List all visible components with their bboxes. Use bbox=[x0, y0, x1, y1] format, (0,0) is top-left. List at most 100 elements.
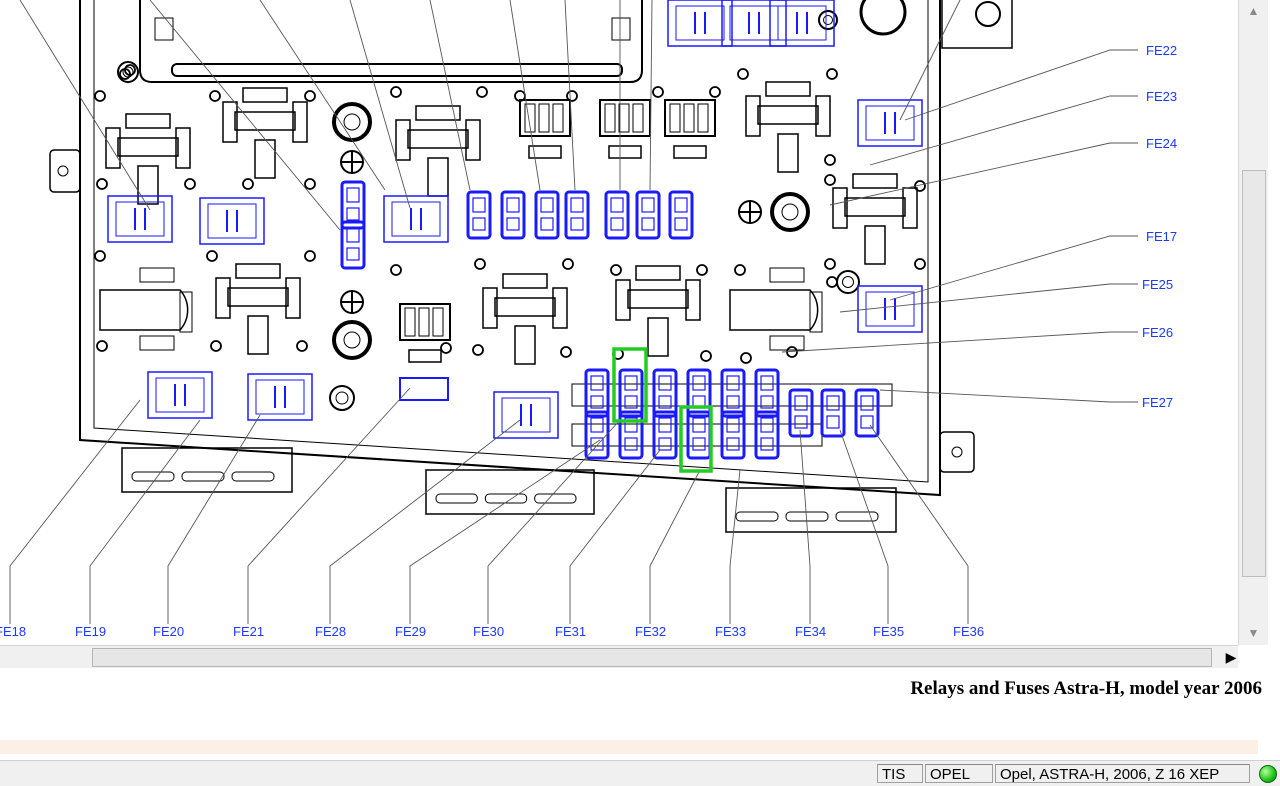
fuse-block-bottom-cap bbox=[760, 437, 774, 451]
maxi-fuse-body bbox=[207, 203, 257, 239]
vertical-scrollbar[interactable]: ▲ ▼ bbox=[1238, 0, 1268, 645]
bolt bbox=[836, 270, 860, 294]
bolt-inner bbox=[122, 66, 134, 78]
fuse-rail bbox=[571, 383, 893, 407]
relay-pin bbox=[673, 145, 707, 159]
leader-line-bottom bbox=[409, 439, 601, 624]
relay-socket bbox=[599, 99, 651, 137]
relay-e-pin bbox=[864, 225, 886, 265]
mini-fuse bbox=[466, 190, 492, 240]
fuse-block-top bbox=[584, 368, 610, 418]
leader-line-bottom bbox=[167, 414, 261, 624]
relay-blade bbox=[524, 103, 536, 133]
clip-slot bbox=[484, 493, 528, 504]
relay-g-pin bbox=[482, 287, 498, 329]
fuse-block-bottom-cap bbox=[658, 437, 672, 451]
status-bar: TIS OPEL Opel, ASTRA-H, 2006, Z 16 XEP bbox=[0, 760, 1280, 786]
relay-h-pin bbox=[615, 279, 631, 321]
relay-large-pin bbox=[769, 335, 805, 351]
relay-blade bbox=[418, 307, 430, 337]
scroll-right-arrow-icon[interactable]: ▶ bbox=[1225, 648, 1237, 665]
fuse-block-top bbox=[686, 368, 712, 418]
relay-d-pin bbox=[757, 105, 819, 125]
vertical-scroll-thumb[interactable] bbox=[1242, 170, 1266, 577]
top-cover bbox=[139, 0, 643, 83]
maxi-fuse bbox=[857, 285, 923, 333]
relay-a-pin bbox=[117, 137, 179, 157]
fuse-block-top-cap bbox=[658, 375, 672, 391]
callout-label: FE25 bbox=[1142, 277, 1174, 292]
relay-c-pin bbox=[407, 129, 469, 149]
leader-line-right bbox=[829, 142, 1138, 206]
clip-slot bbox=[534, 493, 577, 504]
bottom-clip bbox=[725, 487, 897, 533]
fuse-block-top bbox=[618, 368, 644, 418]
horizontal-scroll-thumb[interactable] bbox=[92, 648, 1212, 667]
leader-line-right bbox=[781, 331, 1138, 353]
callout-label: FE32 bbox=[635, 624, 667, 639]
mini-fuse-cap bbox=[346, 247, 360, 261]
relay-c-pin bbox=[395, 119, 411, 161]
mini-fuse bbox=[668, 190, 694, 240]
leader-line-bottom bbox=[329, 419, 521, 624]
fuse-block-top-cap bbox=[726, 375, 740, 391]
relay-blade bbox=[538, 103, 550, 133]
fuse-block-bottom bbox=[584, 410, 610, 460]
mounting-hole bbox=[824, 174, 836, 186]
clip-slot bbox=[435, 493, 478, 504]
scroll-up-arrow-icon[interactable]: ▲ bbox=[1247, 4, 1260, 18]
relay-f-pin bbox=[227, 287, 289, 307]
relay-large bbox=[729, 289, 819, 331]
mounting-hole bbox=[709, 86, 721, 98]
fuse-block-side-cap bbox=[826, 395, 840, 411]
mini-fuse-cap bbox=[506, 197, 520, 213]
mounting-hole bbox=[737, 68, 749, 80]
mini-fuse bbox=[500, 190, 526, 240]
leader-line-top bbox=[899, 0, 961, 121]
leader-line-top bbox=[649, 0, 653, 191]
leader-line-top bbox=[19, 0, 151, 211]
relay-h-pin bbox=[635, 265, 681, 281]
leader-line-bottom bbox=[89, 419, 201, 624]
maxi-fuse-body bbox=[865, 105, 915, 141]
mounting-hole bbox=[740, 352, 752, 364]
mount-tab-left bbox=[49, 149, 81, 193]
callout-label: FE30 bbox=[473, 624, 505, 639]
fuse-block-top bbox=[720, 368, 746, 418]
fuse-block-top-cap bbox=[760, 375, 774, 391]
leader-line-bottom bbox=[799, 429, 811, 624]
fuse-block-top bbox=[754, 368, 780, 418]
leader-line-right bbox=[879, 389, 1138, 403]
fuse-block-bottom bbox=[754, 410, 780, 460]
fuse-block-top-cap bbox=[590, 375, 604, 391]
mini-fuse-cap bbox=[610, 197, 624, 213]
scroll-down-arrow-icon[interactable]: ▼ bbox=[1247, 626, 1260, 640]
maxi-fuse-body bbox=[675, 5, 725, 41]
mini-fuse-cap bbox=[641, 217, 655, 231]
horizontal-scrollbar[interactable]: ▶ bbox=[0, 645, 1238, 668]
bolt-inner bbox=[842, 276, 854, 288]
callout-label: FE33 bbox=[715, 624, 747, 639]
relay-g-pin bbox=[502, 273, 548, 289]
screw-boss bbox=[975, 1, 1001, 27]
relay-b-pin bbox=[222, 101, 238, 143]
leader-line-bottom bbox=[247, 387, 411, 624]
fuse-block-top-cap bbox=[760, 395, 774, 409]
cover-tab bbox=[154, 17, 174, 41]
relay-blade bbox=[697, 103, 709, 133]
clip-slot bbox=[835, 511, 879, 522]
fuse-block-bottom bbox=[618, 410, 644, 460]
mini-fuse-cap bbox=[570, 197, 584, 213]
relay-large-pin bbox=[769, 267, 805, 283]
mounting-hole bbox=[472, 344, 484, 356]
callout-label: FE36 bbox=[953, 624, 985, 639]
mounting-hole bbox=[304, 90, 316, 102]
leader-line-top bbox=[259, 0, 386, 191]
callout-label: FE21 bbox=[233, 624, 265, 639]
fuse-block-top-cap bbox=[590, 395, 604, 409]
relay-pin bbox=[528, 145, 562, 159]
mounting-hole bbox=[96, 340, 108, 352]
maxi-fuse-body bbox=[729, 5, 779, 41]
fuse-block-top-cap bbox=[624, 375, 638, 391]
